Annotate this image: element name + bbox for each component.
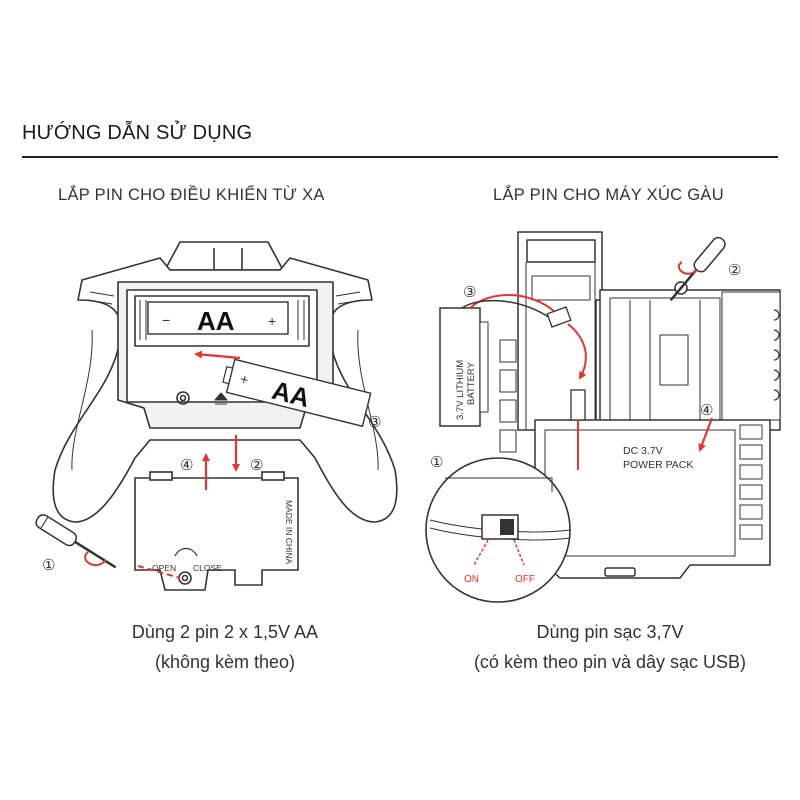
- excavator-caption-line2: (có kèm theo pin và dây sạc USB): [473, 652, 747, 672]
- step-2-label: ②: [250, 457, 263, 474]
- pack-arrow: [698, 417, 714, 452]
- off-pointer: [513, 539, 525, 566]
- step-1-label-right: ①: [430, 454, 443, 471]
- battery-wire-black: [461, 299, 551, 319]
- insert-arrow: [194, 350, 241, 360]
- power-pack-line2: POWER PACK: [623, 459, 693, 471]
- step-1-label: ①: [42, 557, 55, 574]
- excavator-body: [499, 231, 781, 579]
- step-2-label-right: ②: [728, 262, 741, 279]
- connect-arrow: [567, 323, 587, 380]
- cover-text: MADE IN CHINA: [284, 500, 294, 565]
- aa-battery-inserting: + AA: [222, 358, 372, 428]
- battery-plus-sign-1: +: [268, 313, 276, 329]
- screw-rotate-arrow-right: [677, 261, 697, 275]
- rotate-symbol: [174, 547, 198, 557]
- battery-connector: [546, 306, 572, 328]
- excavator-caption-line1: Dùng pin sạc 3,7V: [536, 622, 684, 642]
- socket-connector: [570, 389, 586, 421]
- power-switch-zoom: [425, 457, 571, 603]
- page-title: HƯỚNG DẪN SỬ DỤNG: [22, 122, 253, 144]
- screw-rotate-arrow: [84, 551, 107, 566]
- switch-off-label: OFF: [515, 574, 535, 585]
- battery-minus-sign: −: [162, 312, 170, 328]
- battery-wire-red: [469, 293, 556, 313]
- screwdriver-icon: [35, 514, 117, 569]
- close-label: CLOSE: [193, 563, 222, 573]
- step-4-label-right: ④: [700, 402, 713, 419]
- battery-text-line2: BATTERY: [466, 361, 477, 405]
- remote-panel-title: LẮP PIN CHO ĐIỀU KHIỂN TỪ XA: [58, 186, 325, 204]
- power-pack-line1: DC 3.7V: [623, 445, 663, 457]
- screw-guide-line: [137, 565, 181, 579]
- remote-caption-line1: Dùng 2 pin 2 x 1,5V AA: [131, 622, 319, 642]
- switch-on-label: ON: [464, 574, 479, 585]
- battery-plus-sign-2: +: [238, 371, 250, 389]
- battery-text-line1: 3.7V LITHIUM: [455, 360, 466, 420]
- step-4-label: ④: [180, 457, 193, 474]
- remote-caption: Dùng 2 pin 2 x 1,5V AA (không kèm theo): [60, 617, 390, 677]
- remote-caption-line2: (không kèm theo): [154, 652, 296, 672]
- battery-label-1: AA: [197, 306, 235, 336]
- lithium-battery: [439, 307, 489, 427]
- open-label: OPEN: [152, 563, 176, 573]
- excavator-panel-title: LẮP PIN CHO MÁY XÚC GÀU: [493, 186, 724, 204]
- excavator-caption: Dùng pin sạc 3,7V (có kèm theo pin và dâ…: [430, 617, 790, 677]
- step-3-label: ③: [368, 414, 381, 431]
- aa-battery-installed: − AA +: [147, 301, 289, 336]
- title-divider: [22, 156, 778, 158]
- screwdriver-icon-right: [669, 236, 726, 302]
- step-3-label-right: ③: [463, 284, 476, 301]
- battery-cover: [134, 471, 299, 591]
